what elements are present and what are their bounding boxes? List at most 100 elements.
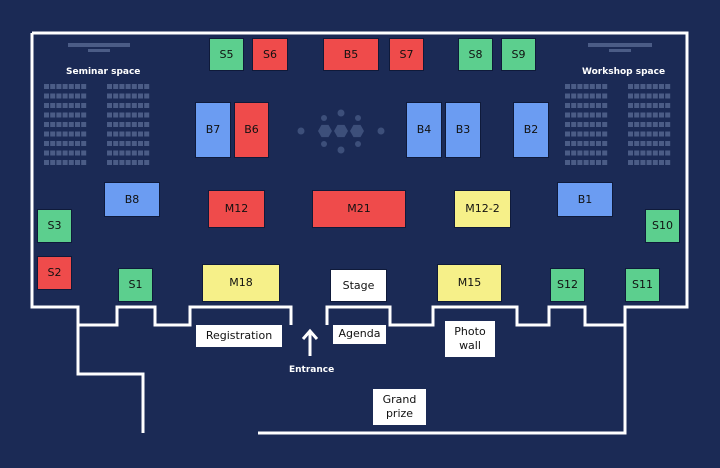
booth-s3[interactable]: S3: [37, 209, 72, 243]
stage[interactable]: Stage: [330, 269, 387, 302]
seat: [44, 131, 49, 137]
booth-s9[interactable]: S9: [501, 38, 536, 71]
seat: [75, 84, 80, 89]
seat: [571, 112, 577, 118]
seat: [571, 84, 577, 89]
seat: [577, 103, 583, 108]
seat: [665, 84, 671, 89]
seat: [589, 131, 595, 137]
seat: [44, 122, 49, 127]
booth-s10[interactable]: S10: [645, 209, 680, 243]
booth-m21[interactable]: M21: [312, 190, 406, 228]
hexagon-dot: [337, 109, 345, 117]
seat: [107, 150, 112, 156]
seat: [107, 131, 112, 137]
seat: [665, 131, 671, 137]
seat: [628, 103, 633, 108]
booth-s8[interactable]: S8: [458, 38, 493, 71]
seat: [634, 141, 640, 146]
booth-s2[interactable]: S2: [37, 256, 72, 290]
grand-prize[interactable]: Grand prize: [373, 389, 426, 425]
booth-b2[interactable]: B2: [513, 102, 549, 158]
seat: [144, 122, 150, 127]
seat: [646, 141, 652, 146]
seat: [75, 160, 80, 165]
seat: [107, 160, 112, 165]
seat: [652, 122, 658, 127]
seat: [577, 131, 583, 137]
seat: [583, 112, 589, 118]
booth-m15[interactable]: M15: [437, 264, 502, 302]
seat: [646, 112, 652, 118]
seat: [56, 122, 62, 127]
seat: [56, 150, 62, 156]
seat: [125, 141, 131, 146]
seat: [68, 84, 74, 89]
seat: [659, 160, 664, 165]
seat: [652, 112, 658, 118]
seat: [56, 160, 62, 165]
booth-m18[interactable]: M18: [202, 264, 280, 302]
seat: [583, 141, 589, 146]
seat: [640, 93, 646, 99]
booth-s7[interactable]: S7: [389, 38, 424, 71]
seat: [602, 150, 608, 156]
booth-m12[interactable]: M12: [208, 190, 265, 228]
seat: [665, 93, 671, 99]
seat: [56, 84, 62, 89]
seat: [659, 103, 664, 108]
seat: [113, 160, 119, 165]
seat: [119, 112, 125, 118]
booth-s1[interactable]: S1: [118, 268, 153, 302]
seat: [596, 103, 601, 108]
hexagon-cluster-icon: [297, 109, 385, 154]
seat: [107, 84, 112, 89]
seat: [583, 131, 589, 137]
booth-s12[interactable]: S12: [550, 268, 585, 302]
agenda-board[interactable]: Agenda: [333, 325, 386, 344]
hexagon-dot: [321, 141, 327, 147]
seat: [81, 84, 87, 89]
booth-m12-2[interactable]: M12-2: [454, 190, 511, 228]
seat: [646, 103, 652, 108]
seat: [596, 112, 601, 118]
booth-b3[interactable]: B3: [445, 102, 481, 158]
photo-wall[interactable]: Photo wall: [445, 321, 495, 357]
seat: [81, 150, 87, 156]
booth-b6[interactable]: B6: [234, 102, 269, 158]
venue-walls: [30, 31, 689, 435]
booth-b7[interactable]: B7: [195, 102, 231, 158]
seat: [577, 160, 583, 165]
booth-b8[interactable]: B8: [104, 182, 160, 217]
registration-desk[interactable]: Registration: [196, 325, 282, 347]
seat: [646, 93, 652, 99]
seat: [571, 122, 577, 127]
seat: [131, 93, 137, 99]
seat: [119, 160, 125, 165]
seat: [113, 112, 119, 118]
seat: [62, 112, 68, 118]
seat: [138, 122, 143, 127]
seat: [68, 141, 74, 146]
seat: [596, 160, 601, 165]
seat: [602, 112, 608, 118]
seat: [138, 141, 143, 146]
seat: [652, 93, 658, 99]
seat: [81, 112, 87, 118]
booth-s11[interactable]: S11: [625, 268, 660, 302]
seat: [640, 122, 646, 127]
seat: [131, 122, 137, 127]
booth-b4[interactable]: B4: [406, 102, 442, 158]
seat: [577, 150, 583, 156]
booth-s5[interactable]: S5: [209, 38, 244, 71]
booth-b1[interactable]: B1: [557, 182, 613, 217]
seat: [119, 93, 125, 99]
seat: [44, 112, 49, 118]
seat: [81, 141, 87, 146]
seat: [131, 150, 137, 156]
booth-s6[interactable]: S6: [252, 38, 288, 71]
seat: [577, 141, 583, 146]
booth-b5[interactable]: B5: [323, 38, 379, 71]
seat: [628, 84, 633, 89]
